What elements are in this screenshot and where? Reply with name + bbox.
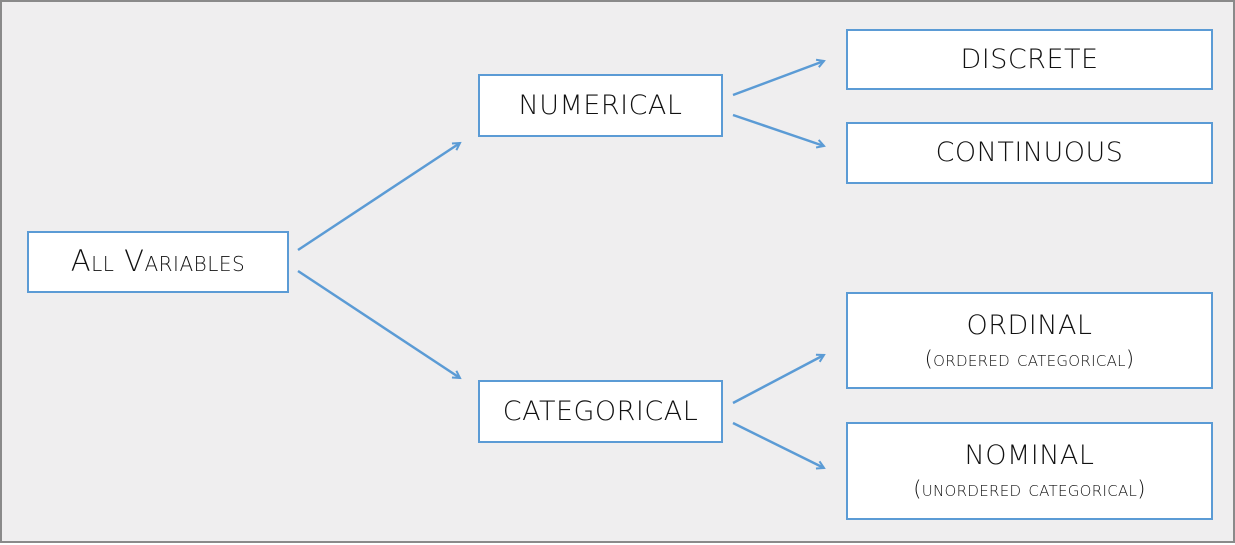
node-sublabel: (unordered categorical): [913, 477, 1146, 502]
node-numerical: NUMERICAL: [478, 74, 723, 137]
node-label: CONTINUOUS: [935, 137, 1124, 169]
node-ordinal: ORDINAL (ordered categorical): [846, 292, 1213, 389]
node-label: NOMINAL: [964, 440, 1095, 472]
edge-categorical-nominal: [732, 421, 824, 468]
node-discrete: DISCRETE: [846, 29, 1213, 90]
node-label: NUMERICAL: [518, 89, 683, 121]
node-categorical: CATEGORICAL: [478, 380, 723, 443]
node-label: DISCRETE: [960, 43, 1099, 75]
edge-root-numerical: [297, 143, 460, 252]
node-label: ORDINAL: [966, 309, 1093, 341]
edge-numerical-discrete: [732, 61, 824, 97]
edge-numerical-continuous: [732, 113, 824, 146]
node-continuous: CONTINUOUS: [846, 122, 1213, 184]
node-sublabel: (ordered categorical): [924, 346, 1135, 371]
node-all-variables: All Variables: [27, 231, 289, 293]
node-label: CATEGORICAL: [502, 395, 699, 427]
node-nominal: NOMINAL (unordered categorical): [846, 422, 1213, 520]
edge-categorical-ordinal: [732, 355, 824, 405]
edge-root-categorical: [297, 269, 460, 378]
node-label: All Variables: [70, 244, 246, 279]
